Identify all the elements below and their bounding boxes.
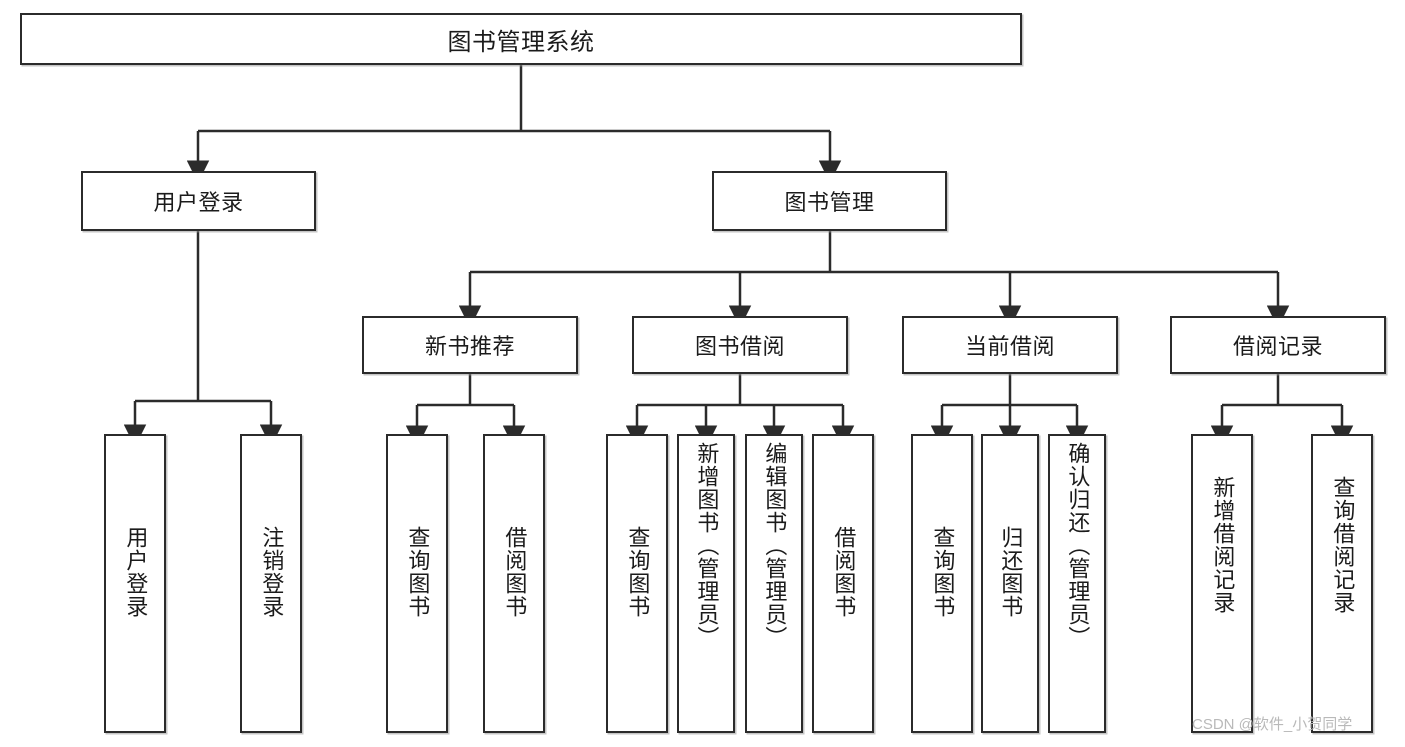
node-borrow-record[interactable]: 借阅记录: [1170, 316, 1386, 374]
leaf-return-book-label: 归还图书: [998, 526, 1024, 618]
leaf-query-borrow-record-label: 查询借阅记录: [1330, 476, 1356, 614]
leaf-add-book-label: 新增图书（管理员）: [694, 442, 720, 649]
leaf-user-login[interactable]: 用户登录: [104, 434, 166, 733]
leaf-borrow-book-borrow-label: 借阅图书: [831, 526, 857, 618]
leaf-borrow-book-new-label: 借阅图书: [502, 526, 528, 618]
leaf-query-book-current[interactable]: 查询图书: [911, 434, 973, 733]
leaf-edit-book[interactable]: 编辑图书（管理员）: [745, 434, 803, 733]
node-book-management[interactable]: 图书管理: [712, 171, 947, 231]
leaf-query-borrow-record[interactable]: 查询借阅记录: [1311, 434, 1373, 733]
leaf-add-book[interactable]: 新增图书（管理员）: [677, 434, 735, 733]
leaf-confirm-return-label: 确认归还（管理员）: [1065, 442, 1091, 649]
node-book-borrow-label: 图书借阅: [694, 334, 785, 359]
node-user-login[interactable]: 用户登录: [81, 171, 316, 231]
csdn-watermark: CSDN @软件_小贺同学: [1192, 716, 1353, 733]
node-new-book-recommend-label: 新书推荐: [424, 334, 515, 359]
node-user-login-label: 用户登录: [153, 190, 244, 215]
leaf-borrow-book-new[interactable]: 借阅图书: [483, 434, 545, 733]
leaf-confirm-return[interactable]: 确认归还（管理员）: [1048, 434, 1106, 733]
leaf-logout-label: 注销登录: [259, 526, 285, 618]
node-root[interactable]: 图书管理系统: [20, 13, 1022, 65]
node-book-borrow[interactable]: 图书借阅: [632, 316, 848, 374]
leaf-edit-book-label: 编辑图书（管理员）: [762, 442, 788, 649]
node-current-borrow-label: 当前借阅: [964, 334, 1055, 359]
leaf-query-book-new[interactable]: 查询图书: [386, 434, 448, 733]
node-current-borrow[interactable]: 当前借阅: [902, 316, 1118, 374]
node-new-book-recommend[interactable]: 新书推荐: [362, 316, 578, 374]
node-borrow-record-label: 借阅记录: [1232, 334, 1323, 359]
leaf-add-borrow-record[interactable]: 新增借阅记录: [1191, 434, 1253, 733]
leaf-logout[interactable]: 注销登录: [240, 434, 302, 733]
leaf-query-book-new-label: 查询图书: [405, 526, 431, 618]
leaf-query-book-borrow[interactable]: 查询图书: [606, 434, 668, 733]
leaf-add-borrow-record-label: 新增借阅记录: [1210, 476, 1236, 614]
node-book-management-label: 图书管理: [784, 190, 875, 215]
leaf-query-book-current-label: 查询图书: [930, 526, 956, 618]
leaf-borrow-book-borrow[interactable]: 借阅图书: [812, 434, 874, 733]
leaf-return-book[interactable]: 归还图书: [981, 434, 1039, 733]
leaf-query-book-borrow-label: 查询图书: [625, 526, 651, 618]
leaf-user-login-label: 用户登录: [123, 526, 149, 618]
node-root-label: 图书管理系统: [447, 28, 595, 56]
